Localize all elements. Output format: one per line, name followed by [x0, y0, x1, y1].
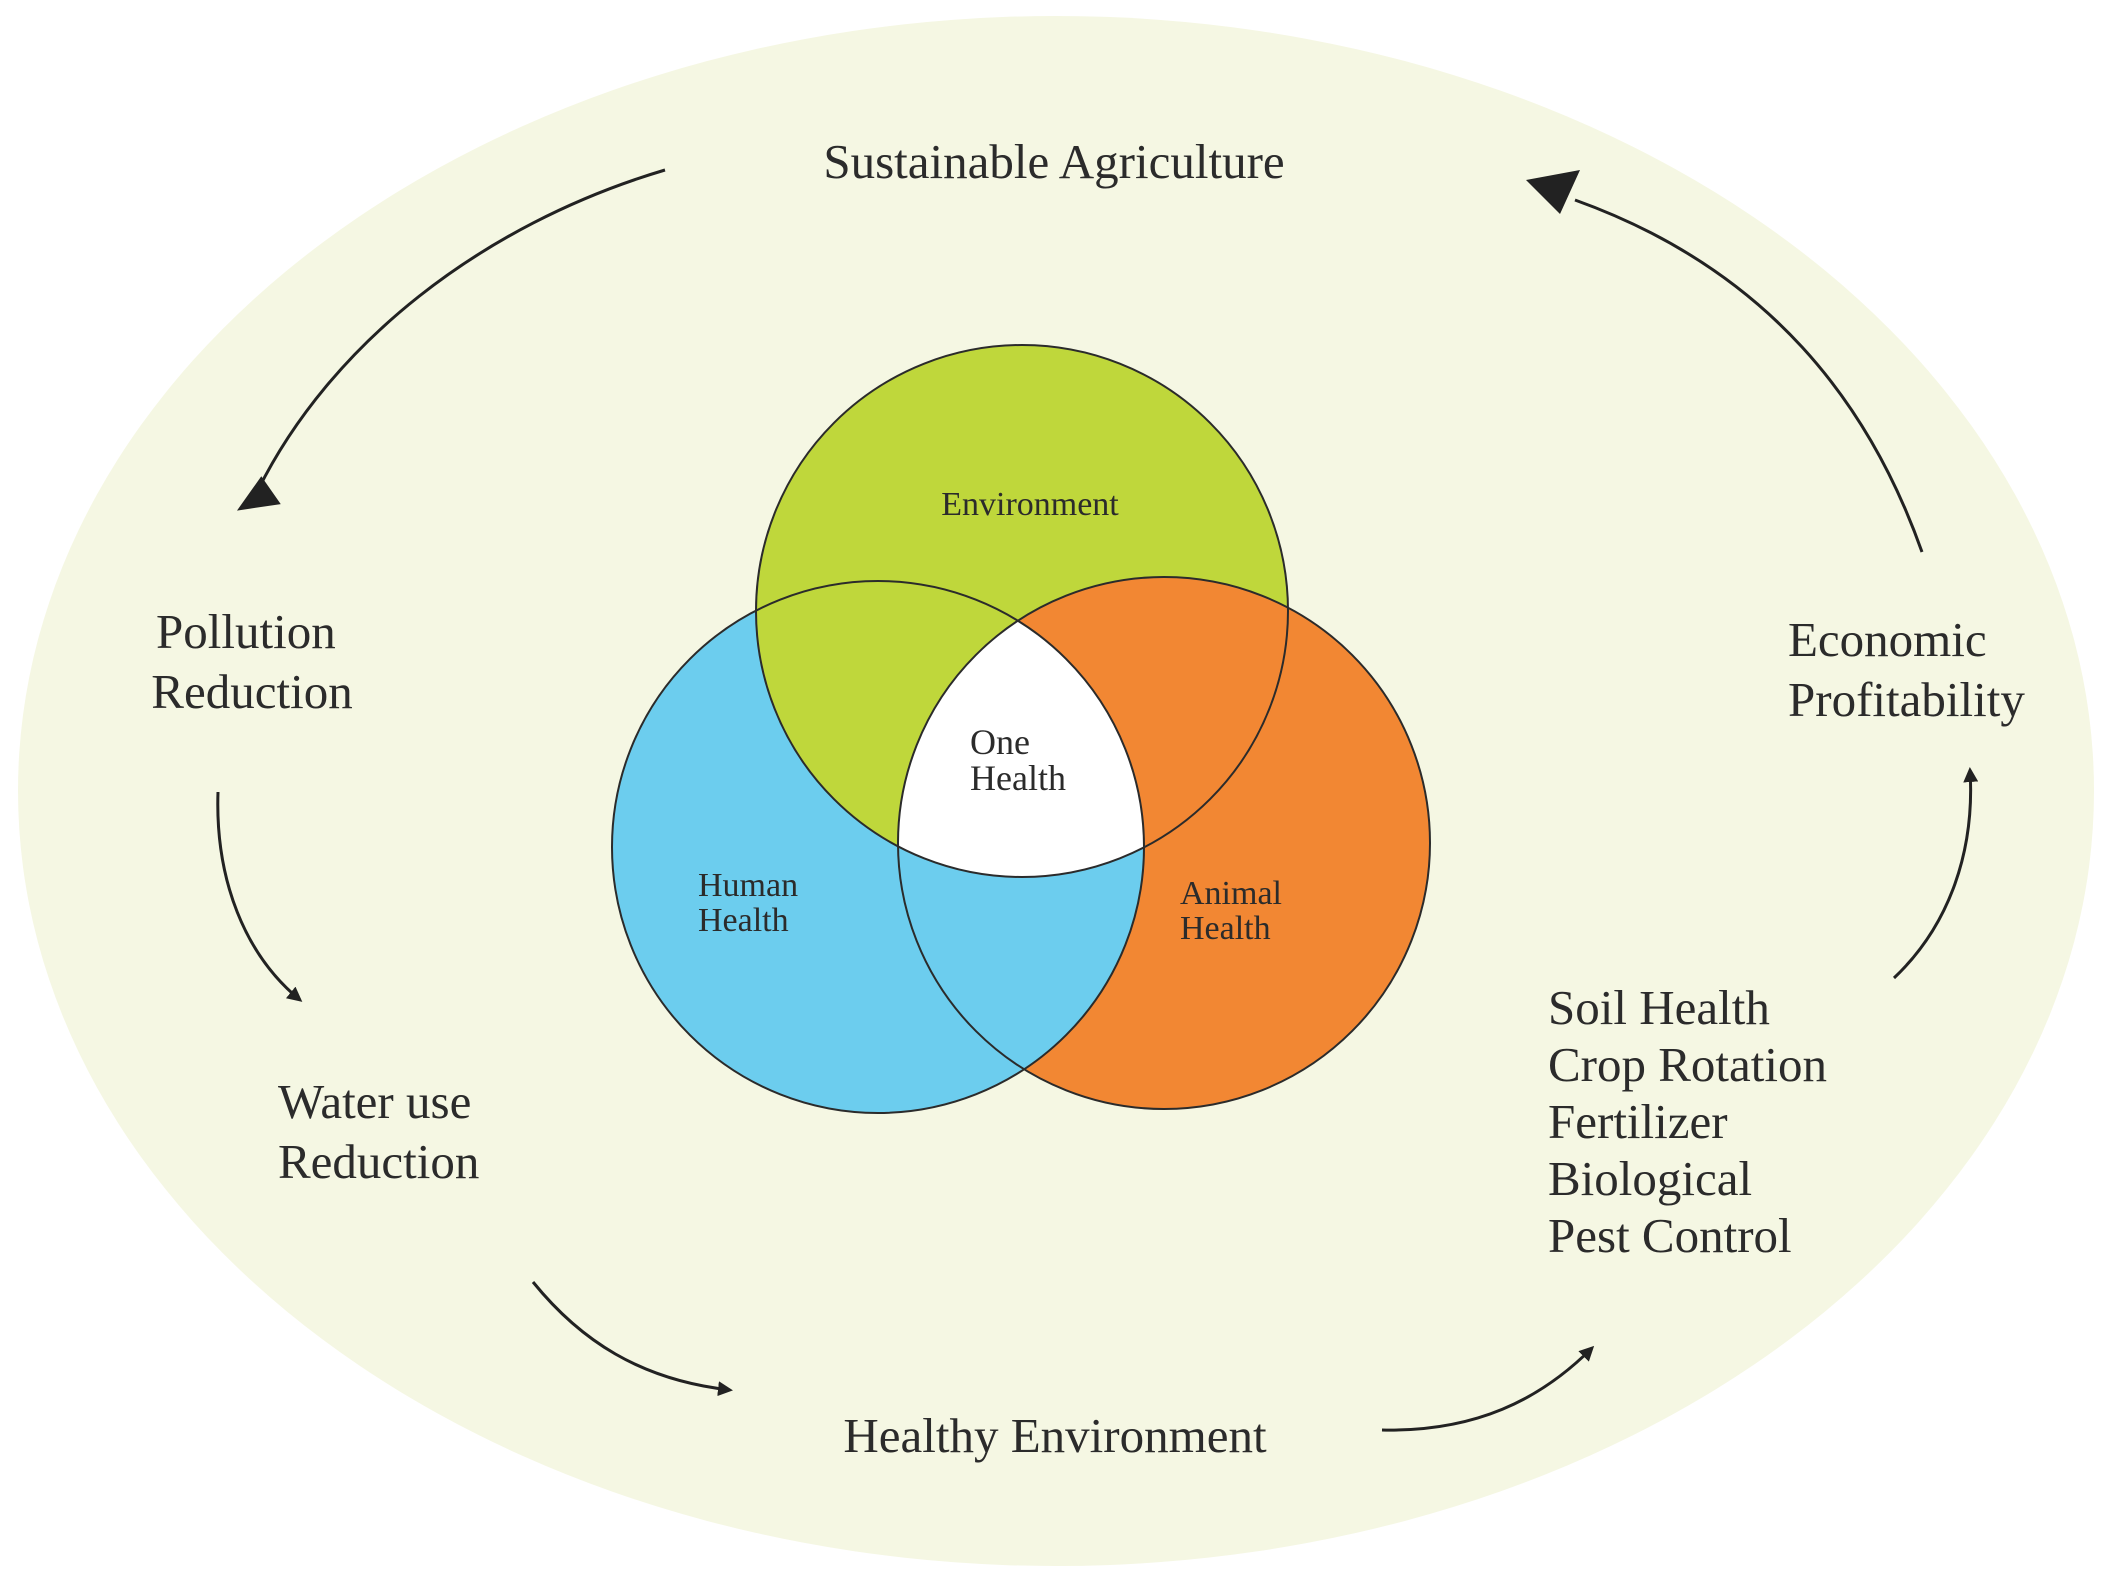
cycle-labels: Sustainable Agriculture Pollution Reduct…	[151, 134, 2025, 1463]
economic-profitability-label: Economic Profitability	[1788, 612, 2025, 727]
human-health-label: Human Health	[698, 867, 807, 939]
practices-item-crop-rotation: Crop Rotation	[1548, 1037, 1827, 1092]
human-health-label-line1: Human	[698, 867, 798, 904]
economic-profitability-line1: Economic	[1788, 612, 1987, 667]
pollution-reduction-line2: Reduction	[151, 664, 352, 719]
water-use-reduction-line2: Reduction	[278, 1134, 479, 1189]
one-health-label-line2: Health	[970, 758, 1066, 798]
arrowhead-sustainable-agriculture	[1526, 170, 1580, 214]
practices-item-soil-health: Soil Health	[1548, 980, 1770, 1035]
animal-health-label-line1: Animal	[1180, 875, 1282, 912]
animal-health-label-line2: Health	[1180, 910, 1271, 947]
practices-list: Soil Health Crop Rotation Fertilizer Bio…	[1548, 980, 1839, 1263]
one-health-label: One Health	[970, 722, 1066, 798]
animal-health-label: Animal Health	[1180, 875, 1290, 947]
arrow-to-healthy-environment	[531, 1281, 733, 1397]
practices-item-fertilizer: Fertilizer	[1548, 1094, 1728, 1149]
arrow-to-pollution-reduction	[256, 168, 666, 491]
pollution-reduction-line1: Pollution	[156, 604, 336, 659]
water-use-reduction-label: Water use Reduction	[278, 1074, 484, 1189]
pollution-reduction-label: Pollution Reduction	[151, 604, 352, 719]
one-health-label-line1: One	[970, 722, 1030, 762]
human-health-label-line2: Health	[698, 902, 789, 939]
economic-profitability-line2: Profitability	[1788, 672, 2025, 727]
arrowhead-pollution-reduction	[236, 476, 281, 511]
arrow-to-practices	[1381, 1345, 1595, 1432]
practices-item-biological: Biological	[1548, 1151, 1752, 1206]
practices-item-pest-control: Pest Control	[1548, 1208, 1792, 1263]
environment-label: Environment	[941, 486, 1119, 523]
arrow-to-water-use-reduction	[216, 791, 303, 1002]
water-use-reduction-line1: Water use	[278, 1074, 471, 1129]
healthy-environment-label: Healthy Environment	[843, 1408, 1267, 1463]
arrow-to-economic-profitability	[1892, 767, 1979, 980]
cycle-arrows	[216, 168, 1979, 1432]
arrow-to-sustainable-agriculture	[1574, 198, 1924, 553]
sustainable-agriculture-label: Sustainable Agriculture	[823, 134, 1284, 189]
venn-diagram: Environment Human Health Animal Health O…	[611, 344, 1431, 1114]
